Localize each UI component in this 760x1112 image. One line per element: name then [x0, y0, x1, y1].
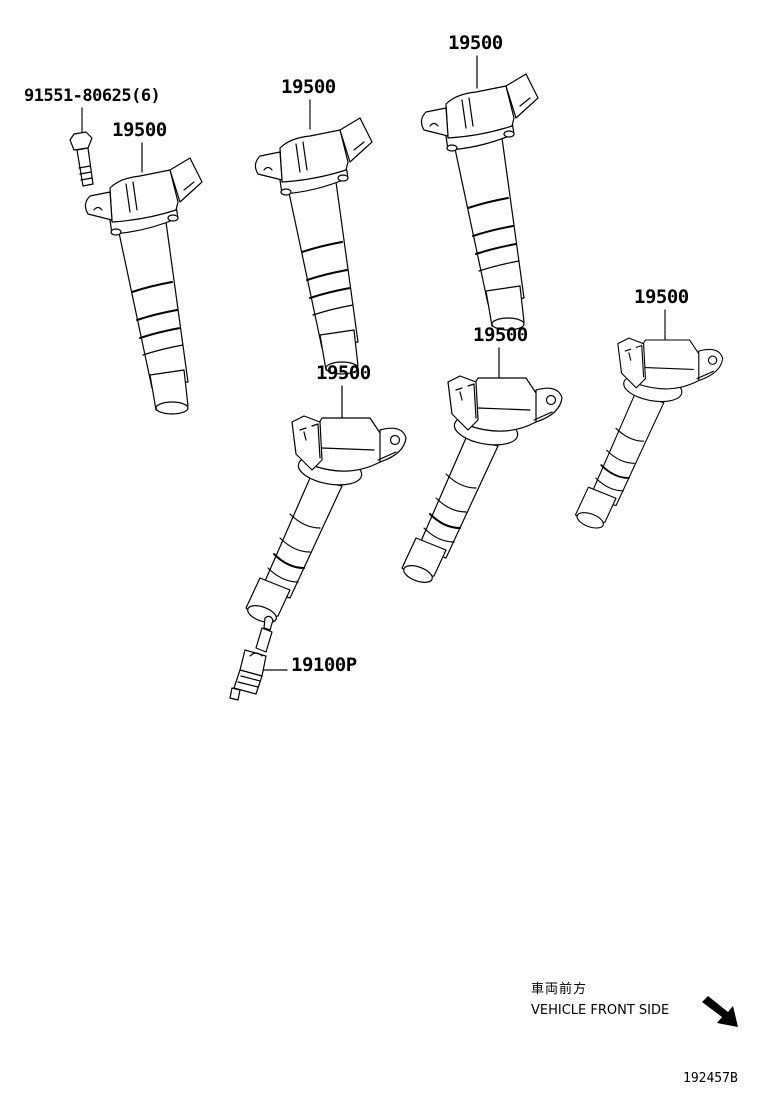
- figure-reference-number: 192457B: [683, 1071, 738, 1086]
- part-label-coil-3[interactable]: 19500: [448, 32, 503, 54]
- ignition-coil-4[interactable]: [574, 309, 724, 533]
- part-label-bolt[interactable]: 91551-80625(6): [24, 86, 161, 106]
- bolt-91551-80625[interactable]: [69, 107, 94, 187]
- part-label-coil-2[interactable]: 19500: [281, 76, 336, 98]
- part-label-spark-plug[interactable]: 19100P: [291, 654, 357, 676]
- ignition-coil-3[interactable]: [420, 55, 539, 331]
- spark-plug[interactable]: [229, 615, 289, 701]
- part-label-coil-1[interactable]: 19500: [112, 119, 167, 141]
- ignition-coil-2[interactable]: [254, 99, 373, 375]
- part-label-coil-4[interactable]: 19500: [634, 286, 689, 308]
- ignition-coil-1[interactable]: [84, 142, 203, 415]
- arrow-down-right-icon: [702, 996, 738, 1027]
- vehicle-front-label-en: VEHICLE FRONT SIDE: [531, 1003, 670, 1018]
- ignition-coil-5[interactable]: [400, 347, 563, 587]
- part-label-coil-6[interactable]: 19500: [316, 362, 371, 384]
- ignition-coil-6[interactable]: [244, 385, 407, 627]
- part-label-coil-5[interactable]: 19500: [473, 324, 528, 346]
- vehicle-front-label-jp: 車両前方: [531, 982, 588, 997]
